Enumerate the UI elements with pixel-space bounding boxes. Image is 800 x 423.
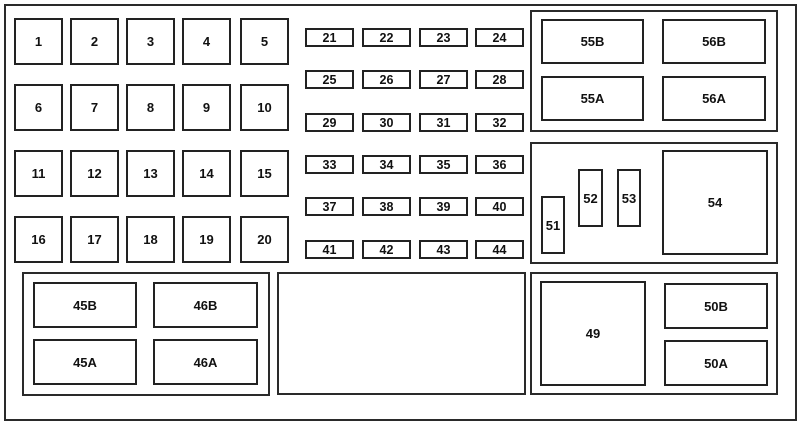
fuse-38[interactable]: 38: [362, 197, 411, 216]
fuse-27[interactable]: 27: [419, 70, 468, 89]
relay-12[interactable]: 12: [70, 150, 119, 197]
fuse-45B[interactable]: 45B: [33, 282, 137, 328]
relay-3[interactable]: 3: [126, 18, 175, 65]
fuse-29[interactable]: 29: [305, 113, 354, 132]
fuse-31[interactable]: 31: [419, 113, 468, 132]
relay-6[interactable]: 6: [14, 84, 63, 131]
fuse-56B[interactable]: 56B: [662, 19, 766, 64]
relay-7[interactable]: 7: [70, 84, 119, 131]
relay-5[interactable]: 5: [240, 18, 289, 65]
fuse-46A[interactable]: 46A: [153, 339, 258, 385]
fuse-41[interactable]: 41: [305, 240, 354, 259]
fuse-44[interactable]: 44: [475, 240, 524, 259]
fuse-37[interactable]: 37: [305, 197, 354, 216]
fuse-24[interactable]: 24: [475, 28, 524, 47]
fuse-33[interactable]: 33: [305, 155, 354, 174]
relay-19[interactable]: 19: [182, 216, 231, 263]
fuse-34[interactable]: 34: [362, 155, 411, 174]
fuse-35[interactable]: 35: [419, 155, 468, 174]
fuse-45A[interactable]: 45A: [33, 339, 137, 385]
fuse-30[interactable]: 30: [362, 113, 411, 132]
relay-16[interactable]: 16: [14, 216, 63, 263]
fuse-55B[interactable]: 55B: [541, 19, 644, 64]
fuse-46B[interactable]: 46B: [153, 282, 258, 328]
fuse-56A[interactable]: 56A: [662, 76, 766, 121]
fuse-22[interactable]: 22: [362, 28, 411, 47]
fuse-53[interactable]: 53: [617, 169, 641, 227]
relay-10[interactable]: 10: [240, 84, 289, 131]
empty-bay: [277, 272, 526, 395]
relay-18[interactable]: 18: [126, 216, 175, 263]
relay-4[interactable]: 4: [182, 18, 231, 65]
fuse-52[interactable]: 52: [578, 169, 603, 227]
fuse-23[interactable]: 23: [419, 28, 468, 47]
fuse-50B[interactable]: 50B: [664, 283, 768, 329]
fuse-21[interactable]: 21: [305, 28, 354, 47]
relay-11[interactable]: 11: [14, 150, 63, 197]
relay-20[interactable]: 20: [240, 216, 289, 263]
fuse-42[interactable]: 42: [362, 240, 411, 259]
fuse-50A[interactable]: 50A: [664, 340, 768, 386]
fuse-43[interactable]: 43: [419, 240, 468, 259]
fuse-25[interactable]: 25: [305, 70, 354, 89]
fuse-32[interactable]: 32: [475, 113, 524, 132]
relay-14[interactable]: 14: [182, 150, 231, 197]
relay-54[interactable]: 54: [662, 150, 768, 255]
relay-49[interactable]: 49: [540, 281, 646, 386]
fuse-26[interactable]: 26: [362, 70, 411, 89]
relay-15[interactable]: 15: [240, 150, 289, 197]
relay-2[interactable]: 2: [70, 18, 119, 65]
relay-17[interactable]: 17: [70, 216, 119, 263]
fuse-39[interactable]: 39: [419, 197, 468, 216]
relay-8[interactable]: 8: [126, 84, 175, 131]
fuse-40[interactable]: 40: [475, 197, 524, 216]
fuse-51[interactable]: 51: [541, 196, 565, 254]
relay-13[interactable]: 13: [126, 150, 175, 197]
fuse-36[interactable]: 36: [475, 155, 524, 174]
fuse-28[interactable]: 28: [475, 70, 524, 89]
relay-9[interactable]: 9: [182, 84, 231, 131]
fuse-55A[interactable]: 55A: [541, 76, 644, 121]
relay-1[interactable]: 1: [14, 18, 63, 65]
